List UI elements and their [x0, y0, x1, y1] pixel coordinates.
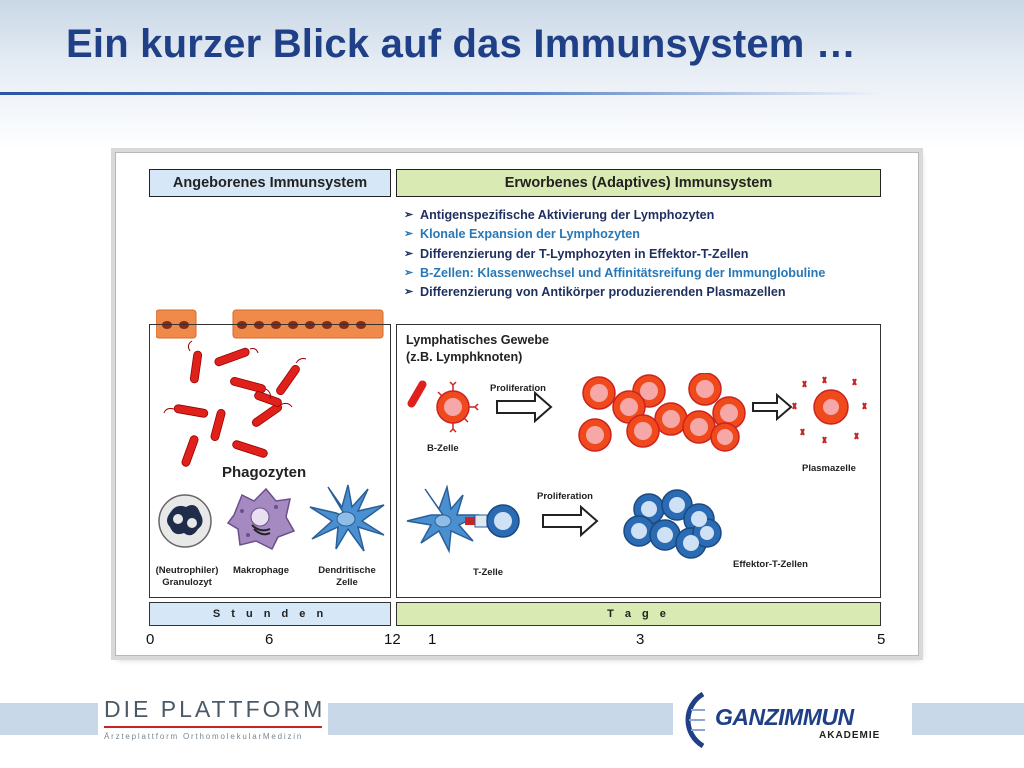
t-cell-label: T-Zelle: [473, 567, 504, 578]
b-cell-label: B-Zelle: [427, 443, 459, 454]
arrow-bullet-icon: ➢: [404, 286, 414, 299]
bullet-item: ➢Differenzierung der T-Lymphozyten in Ef…: [404, 245, 825, 264]
dendritic-cell-icon: [309, 484, 385, 552]
tick-label: 3: [636, 631, 645, 648]
bullet-item: ➢Klonale Expansion der Lymphozyten: [404, 225, 825, 244]
proliferation-t-label: Proliferation: [537, 491, 593, 502]
diagram-frame: Angeborenes Immunsystem Erworbenes (Adap…: [115, 152, 919, 656]
adaptive-header: Erworbenes (Adaptives) Immunsystem: [396, 169, 881, 197]
arrow-bullet-icon: ➢: [404, 209, 414, 221]
tick-label: 0: [146, 631, 155, 648]
proliferation-b-label: Proliferation: [490, 383, 546, 394]
innate-panel: Phagozyten (Neutrophiler)Granulozyt Makr…: [149, 324, 391, 598]
plasma-cell-label: Plasmazelle: [802, 463, 856, 474]
innate-header: Angeborenes Immunsystem: [149, 169, 391, 197]
adaptive-panel: Lymphatisches Gewebe(z.B. Lymphknoten): [396, 324, 881, 598]
tick-label: 12: [384, 631, 401, 648]
title-underline: [0, 92, 880, 95]
macrophage-icon: [226, 487, 296, 551]
bullet-item: ➢Differenzierung von Antikörper produzie…: [404, 283, 825, 302]
t-cell-proliferation-illustration: [406, 485, 722, 559]
tissue-label: Lymphatisches Gewebe(z.B. Lymphknoten): [406, 333, 550, 364]
arrow-bullet-icon: ➢: [404, 247, 414, 260]
footer-band: [912, 703, 1024, 735]
arrow-bullet-icon: ➢: [404, 266, 414, 279]
b-cell-proliferation-illustration: [407, 373, 867, 452]
bullet-list: ➢Antigenspezifische Aktivierung der Lymp…: [404, 206, 825, 302]
tick-label: 1: [428, 631, 437, 648]
ganzimmun-logo: GANZIMMUN AKADEMIE: [673, 686, 911, 752]
phagozyten-label: Phagozyten: [222, 464, 307, 481]
footer-band: [328, 703, 673, 735]
effector-t-cells-label: Effektor-T-Zellen: [733, 559, 808, 570]
page-title: Ein kurzer Blick auf das Immunsystem …: [66, 22, 857, 66]
bullet-item: ➢Antigenspezifische Aktivierung der Lymp…: [404, 206, 825, 225]
arrow-bullet-icon: ➢: [404, 228, 414, 241]
hours-scale: S t u n d e n: [149, 602, 391, 626]
die-plattform-logo: DIE PLATTFORM Ärzteplattform Orthomoleku…: [100, 692, 328, 752]
macrophage-label: Makrophage: [233, 565, 289, 576]
neutrophil-label: (Neutrophiler)Granulozyt: [155, 565, 219, 588]
days-scale: T a g e: [396, 602, 881, 626]
tick-label: 5: [877, 631, 886, 648]
epithelium-illustration: [156, 309, 384, 339]
helix-icon: [685, 691, 705, 749]
neutrophil-icon: [158, 494, 212, 548]
bullet-item: ➢B-Zellen: Klassenwechsel und Affinitäts…: [404, 264, 825, 283]
bacteria-illustration: [163, 340, 307, 467]
tick-label: 6: [265, 631, 274, 648]
footer-band: [0, 703, 98, 735]
